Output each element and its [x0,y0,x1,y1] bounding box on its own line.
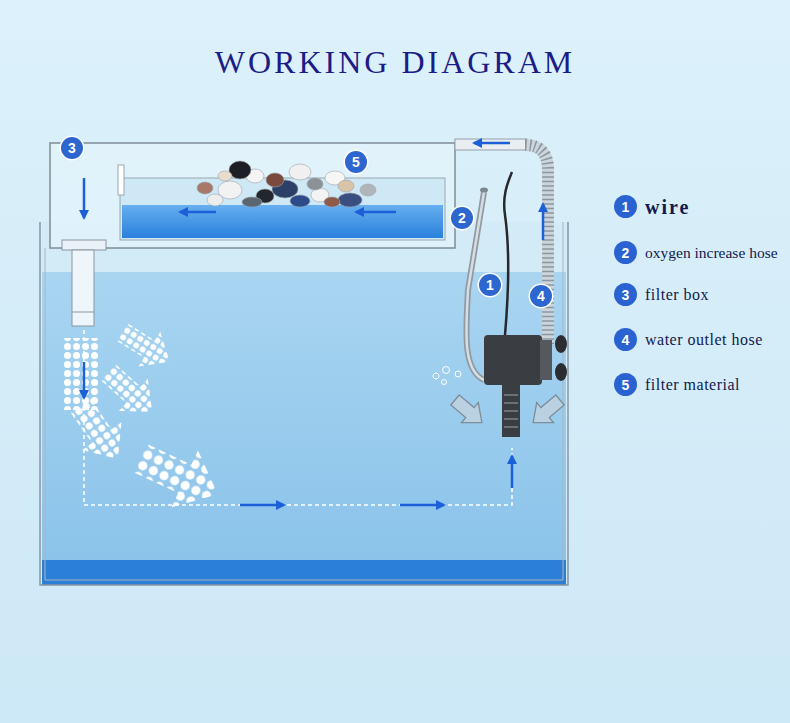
flow-arrow [83,362,86,398]
callout-number: 3 [68,141,76,155]
callout-circle: 4 [530,285,552,307]
key-circle: 3 [614,283,637,306]
filter-sponge [122,205,443,238]
flow-arrow [542,204,545,240]
return-pipe [455,139,527,150]
intake-arrow [525,390,569,432]
bubble-arrows [111,315,180,379]
key-circle: 2 [614,241,637,264]
suction-cup [555,363,567,381]
callout-circle: 1 [479,274,501,296]
part-name: water outlet hose [645,331,763,349]
bubble-arrows [64,338,100,410]
key-circle: 4 [614,328,637,351]
filter-media [290,195,310,207]
pump-body [484,335,542,385]
callout-number: 1 [486,278,494,292]
tank [40,222,568,585]
callout-circle: 5 [345,151,367,173]
callout-circle: 2 [451,207,473,229]
flow-arrow [180,211,216,214]
air-bubble [442,380,447,385]
outlet-flange [62,240,106,250]
bubble-arrows [127,430,231,523]
key-entry: 4 water outlet hose [614,328,763,351]
filter-tray [120,178,445,240]
filter-media [289,164,311,180]
key-entry: 3 filter box [614,283,709,306]
callout-circle: 3 [61,137,83,159]
filter-media [242,197,262,207]
strainer-slots [504,395,518,427]
part-name: filter box [645,286,709,304]
pump-outlet [540,340,552,380]
key-entry: 1 wire [614,195,690,218]
tank-base [42,560,566,585]
filter-tray-tab [118,165,124,195]
filter-media [207,194,223,206]
flow-arrow [84,143,543,505]
filter-box-art [50,143,455,326]
callout-number: 2 [458,211,466,225]
callout-number: 4 [622,333,630,347]
callout-number: 4 [537,289,545,303]
part-name: wire [645,196,690,218]
part-name: oxygen increase hose [645,244,778,261]
bubble-arrows [94,356,167,428]
filter-media [338,180,354,192]
callout-number: 1 [622,200,630,214]
callout-number: 5 [622,378,630,392]
suction-cup [555,335,567,353]
power-wire [504,172,512,335]
outlet-pipe [72,250,94,326]
filter-media [324,197,340,207]
flow-path [84,143,543,505]
air-bubble [443,367,450,374]
bubble-arrows [60,315,231,523]
callout-number: 5 [352,155,360,169]
callout-number: 2 [622,246,630,260]
flow-arrow [240,504,284,507]
filter-media [360,184,376,196]
key-circle: 5 [614,373,637,396]
key-entry: 5 filter material [614,373,740,396]
filter-media [307,178,323,190]
flow-arrow [356,211,396,214]
tank-wall [45,222,563,580]
filter-media [197,182,213,194]
filter-media [266,173,284,187]
flow-arrow [400,504,444,507]
air-bubble [433,373,439,379]
intake-strainer [502,385,520,437]
key-circle: 1 [614,195,637,218]
flow-dashes [84,330,512,505]
pump [433,172,568,437]
corrugated-hose [525,145,548,345]
filter-media [229,161,251,179]
intake-arrow [447,390,491,432]
filter-media [218,171,232,181]
diagram-title: WORKING DIAGRAM [0,46,790,78]
flow-arrow [474,142,510,145]
filter-media [338,193,362,207]
key-entry: 2 oxygen increase hose [614,241,778,264]
tank-wall [40,222,568,585]
flow-arrow [83,178,86,218]
air-bubble [455,371,461,377]
filter-box-shell [50,143,455,248]
hose-ribs [525,145,548,345]
callout-number: 3 [622,288,630,302]
part-name: filter material [645,376,740,394]
outlet-pipe-ring [72,312,94,313]
flow-arrow [511,456,514,488]
air-hose-tip [480,188,488,193]
tank-water [42,272,566,562]
